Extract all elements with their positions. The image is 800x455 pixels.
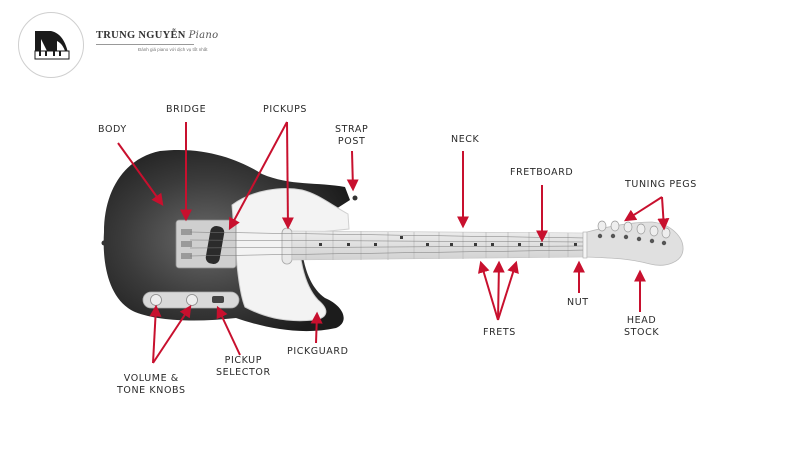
label-strap-post: STRAP POST xyxy=(335,124,368,148)
label-head-stock-line2: STOCK xyxy=(624,327,660,338)
brand-divider xyxy=(96,44,194,45)
label-volume-tone-line2: TONE KNOBS xyxy=(117,385,186,396)
rear-strap-pin xyxy=(101,240,107,246)
label-fretboard: FRETBOARD xyxy=(510,167,574,178)
nut-piece xyxy=(582,231,588,259)
tone-knob xyxy=(186,294,198,306)
volume-knob xyxy=(150,294,162,306)
label-tuning-pegs: TUNING PEGS xyxy=(625,179,697,190)
label-volume-tone-knobs: VOLUME & TONE KNOBS xyxy=(117,373,186,397)
label-volume-tone-line1: VOLUME & xyxy=(123,373,179,384)
label-bridge: BRIDGE xyxy=(166,104,207,115)
label-neck: NECK xyxy=(451,134,480,145)
strings xyxy=(189,231,587,257)
label-nut: NUT xyxy=(567,297,589,308)
frets xyxy=(305,231,569,260)
annotation-arrows xyxy=(117,121,670,364)
label-head-stock-line1: HEAD xyxy=(626,315,657,326)
brand-name-script: Piano xyxy=(188,30,219,41)
brand-logo: TRUNG NGUYỄN Piano Đánh giá piano với dị… xyxy=(18,12,218,78)
label-pickups: PICKUPS xyxy=(263,104,308,115)
tuning-peg-posts xyxy=(597,233,667,246)
strap-post-pin xyxy=(352,195,358,201)
label-strap-post-line2: POST xyxy=(337,136,366,147)
brand-tagline: Đánh giá piano với dịch vụ tốt nhất xyxy=(138,47,208,52)
label-body: BODY xyxy=(98,124,127,135)
label-pickguard: PICKGUARD xyxy=(287,346,349,357)
label-pickup-selector-line2: SELECTOR xyxy=(216,367,271,378)
pickup-selector-switch xyxy=(212,296,224,303)
label-strap-post-line1: STRAP xyxy=(335,124,369,135)
brand-text: TRUNG NGUYỄN Piano Đánh giá piano với dị… xyxy=(96,30,218,52)
headstock-shape xyxy=(586,221,684,266)
bridge-pickup xyxy=(205,226,225,264)
brand-name: TRUNG NGUYỄN xyxy=(96,30,186,41)
piano-logo-icon xyxy=(18,12,84,78)
bridge-saddles xyxy=(181,229,192,259)
label-pickup-selector-line1: PICKUP xyxy=(224,355,263,366)
tuning-peg-keys xyxy=(597,220,671,239)
label-head-stock: HEAD STOCK xyxy=(624,315,659,339)
fret-markers xyxy=(319,236,577,246)
label-pickup-selector: PICKUP SELECTOR xyxy=(216,355,271,379)
label-frets: FRETS xyxy=(483,327,516,338)
